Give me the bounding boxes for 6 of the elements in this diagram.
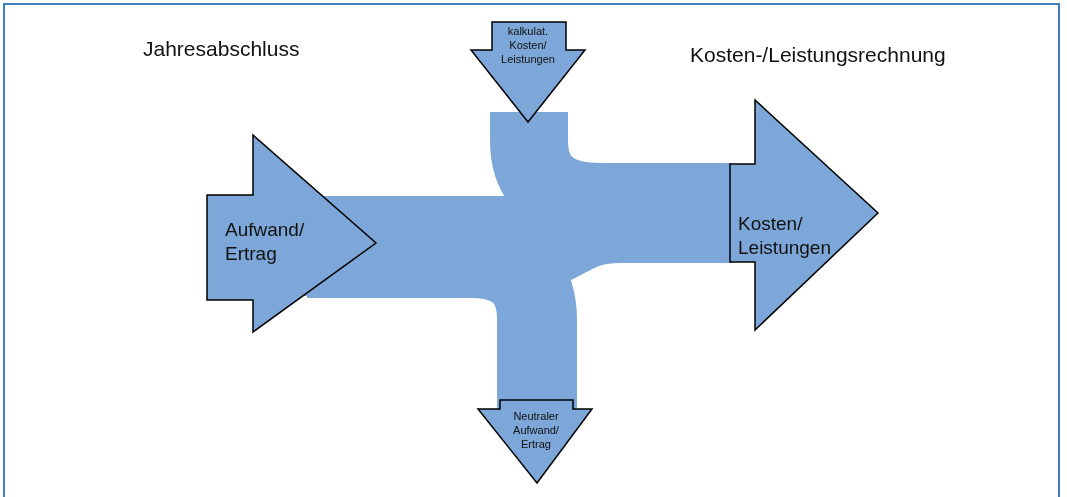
node-text: Neutraler Aufwand/ Ertrag [512, 410, 560, 452]
section-heading: Jahresabschluss [143, 36, 301, 62]
node-text: Aufwand/ Ertrag [225, 218, 306, 266]
node-text: Kosten/ Leistungen [738, 212, 832, 260]
section-heading: Kosten-/Leistungsrechnung [690, 42, 947, 68]
node-text: kalkulat. Kosten/ Leistungen [500, 25, 556, 67]
